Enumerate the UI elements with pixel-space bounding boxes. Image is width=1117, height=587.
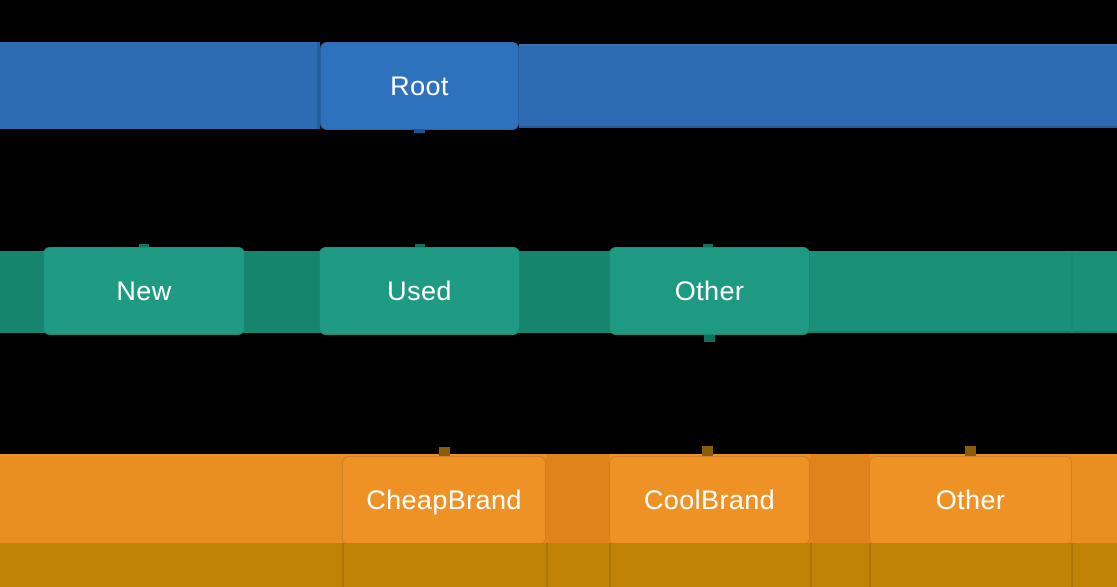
level0-segment-seam	[317, 42, 320, 129]
level3-segment-seam	[342, 543, 344, 587]
level0-bar-left-segment	[0, 42, 319, 129]
connector-stub-below-other	[704, 335, 715, 342]
level1-segment-seam	[1071, 251, 1073, 333]
level2-gap-segment	[546, 454, 609, 543]
node-cheapbrand-label: CheapBrand	[366, 485, 522, 515]
node-new-label: New	[116, 275, 172, 306]
node-new[interactable]: New	[43, 247, 245, 335]
connector-stub-above-new	[139, 244, 149, 248]
connector-stub-above-cheapbrand	[439, 447, 450, 456]
node-other-brand[interactable]: Other	[869, 456, 1072, 545]
node-root-label: Root	[390, 70, 449, 101]
connector-stub-above-other-brand	[965, 446, 976, 456]
level1-gap-segment	[245, 251, 319, 333]
node-cheapbrand[interactable]: CheapBrand	[342, 456, 546, 545]
connector-stub-above-used	[415, 244, 425, 248]
connector-stub-above-other	[703, 244, 713, 248]
level1-gap-segment	[0, 251, 43, 333]
node-other-condition-label: Other	[674, 275, 745, 306]
connector-stub-below-root	[414, 129, 425, 133]
level3-segment-seam	[869, 543, 871, 587]
node-used-label: Used	[387, 275, 452, 306]
node-coolbrand[interactable]: CoolBrand	[609, 456, 810, 545]
level3-segment-seam	[1071, 543, 1073, 587]
node-used[interactable]: Used	[319, 247, 520, 335]
node-coolbrand-label: CoolBrand	[643, 485, 776, 515]
node-root[interactable]: Root	[320, 42, 519, 130]
level0-bar-right-segment	[519, 44, 1117, 128]
node-other-condition[interactable]: Other	[609, 247, 810, 335]
level3-truncated-row	[0, 543, 1117, 587]
level3-segment-seam	[609, 543, 611, 587]
node-other-brand-label: Other	[935, 485, 1006, 515]
level2-gap-segment	[810, 454, 869, 543]
level1-gap-segment	[520, 251, 609, 333]
level3-segment-seam	[546, 543, 548, 587]
level3-segment-seam	[810, 543, 812, 587]
connector-stub-above-coolbrand	[702, 446, 713, 456]
